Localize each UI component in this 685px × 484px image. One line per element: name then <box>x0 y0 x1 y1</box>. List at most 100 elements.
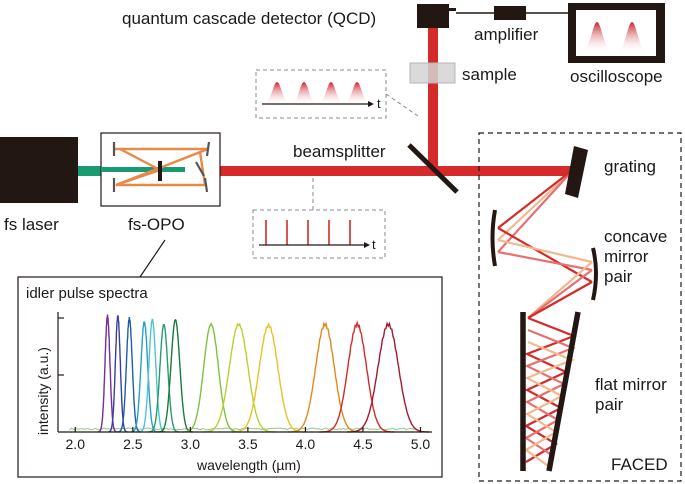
faced-beam-ray <box>497 238 593 264</box>
pulse-train-icon <box>264 82 370 104</box>
qcd-label: quantum cascade detector (QCD) <box>122 9 376 28</box>
sample-cell <box>409 62 456 84</box>
spectrum-series-3 <box>117 317 142 433</box>
chart-x-ticks: 2.0 2.5 3.0 3.5 4.0 4.5 5.0 <box>66 427 431 452</box>
x-tick-label-4.5: 4.5 <box>353 436 373 452</box>
spectrum-series-12 <box>320 320 395 433</box>
spectrum-series-9 <box>201 322 276 433</box>
idler-beam-horizontal <box>205 166 580 176</box>
faced-beam-ray <box>497 167 576 253</box>
x-tick-label-2.5: 2.5 <box>123 436 143 452</box>
grating-label: grating <box>604 157 656 176</box>
broadened-pulse-2 <box>291 82 317 104</box>
concave-label-line3: pair <box>604 267 633 286</box>
sample-label: sample <box>462 65 517 84</box>
oscilloscope-label: oscilloscope <box>570 67 663 86</box>
chart-ylabel: intensity (a.u.) <box>35 347 51 435</box>
spectrum-series-5 <box>138 318 167 433</box>
opo-crystal <box>158 161 162 181</box>
broadened-pulse-1 <box>264 82 290 104</box>
spectrum-series-11 <box>287 321 363 433</box>
mirror-icon <box>205 141 211 157</box>
pulse-train-icon <box>265 220 351 245</box>
time-arrow-mid <box>364 242 370 248</box>
spectra-frame <box>17 276 443 478</box>
scope-pulse-1 <box>582 22 612 52</box>
broadened-pulse-4 <box>344 82 370 104</box>
spectrum-series-6 <box>148 323 180 433</box>
flat-mirror-right-icon <box>546 311 581 472</box>
spectrum-series-7 <box>157 318 194 433</box>
opo-cavity-beam-2 <box>119 147 161 172</box>
pulse-inset-mid-frame <box>252 209 386 259</box>
x-tick-label-5.0: 5.0 <box>411 436 431 452</box>
concave-label-line2: mirror <box>604 247 649 266</box>
detector-icon <box>417 4 449 28</box>
time-arrow-top <box>368 101 374 107</box>
beamsplitter-icon <box>407 143 459 194</box>
opo-cavity-beam-3 <box>115 168 161 187</box>
faced-beam-ray <box>527 281 593 319</box>
idler-beam-vertical <box>428 28 438 171</box>
faced-beams <box>497 167 593 469</box>
time-axis-mid-label: t <box>372 237 376 252</box>
spectrum-series-10 <box>231 322 306 433</box>
inset-top-leader <box>385 93 419 117</box>
x-tick-label-4.0: 4.0 <box>296 436 316 452</box>
chart-xlabel: wavelength (µm) <box>196 457 301 473</box>
faced-frame <box>478 132 682 482</box>
spectrum-series-13 <box>347 321 430 433</box>
mirror-icon <box>195 161 205 177</box>
concave-mirror-right-icon <box>591 247 598 301</box>
faced-beam-ray <box>497 250 593 272</box>
faced-beam-ray <box>527 269 593 319</box>
pump-beam <box>78 166 122 176</box>
time-axis-top-label: t <box>377 96 381 111</box>
noise-floor <box>69 427 415 431</box>
opo-to-spectra-leader <box>139 239 166 278</box>
faced-zigzag-light <box>524 340 575 469</box>
amplifier-icon <box>494 6 526 20</box>
fs-laser-label: fs laser <box>4 215 59 234</box>
fs-opo-label: fs-OPO <box>128 215 185 234</box>
beamsplitter: beamsplitter <box>293 142 459 194</box>
concave-label-line1: concave <box>604 227 667 246</box>
chart-title: idler pulse spectra <box>26 285 148 302</box>
fs-laser: fs laser <box>0 137 78 234</box>
x-tick-label-3.5: 3.5 <box>238 436 258 452</box>
beam-paths <box>78 28 580 176</box>
flat-mirror-label-line2: pair <box>595 395 624 414</box>
sample: sample <box>409 62 517 84</box>
fs-opo: fs-OPO <box>100 132 221 234</box>
pulse-inset-top: t <box>255 69 419 119</box>
x-tick-label-2.0: 2.0 <box>66 436 86 452</box>
spectrum-series-8 <box>181 322 241 433</box>
laser-box-icon <box>0 137 78 203</box>
faced-beam-ray <box>497 227 593 283</box>
faced-beam-ray <box>497 167 576 241</box>
flat-mirror-label-line1: flat mirror <box>595 375 667 394</box>
x-tick-label-3.0: 3.0 <box>181 436 201 452</box>
pulse-inset-mid: t <box>252 178 386 259</box>
detection-chain: quantum cascade detector (QCD) amplifier… <box>122 3 665 86</box>
amplifier-label: amplifier <box>474 25 539 44</box>
concave-mirror-left-icon <box>490 209 497 267</box>
beamsplitter-label: beamsplitter <box>293 142 386 161</box>
spectrum-series-1 <box>97 314 118 433</box>
broadened-pulse-3 <box>318 82 344 104</box>
faced-module: grating concave mirror pair flat mirror … <box>478 132 682 482</box>
oscilloscope-pulses <box>582 22 647 52</box>
grating-icon <box>565 146 588 198</box>
detector-pin <box>449 8 456 11</box>
faced-zigzag-mid <box>523 328 576 457</box>
faced-beam-ray <box>497 167 576 229</box>
spectrum-series-2 <box>107 315 128 433</box>
spectra-inset: idler pulse spectra intensity (a.u.) 2.0… <box>17 239 443 478</box>
opo-pump-beam <box>101 167 185 172</box>
mirror-icon <box>203 177 209 193</box>
faced-label: FACED <box>611 455 668 474</box>
scope-pulse-2 <box>617 22 647 52</box>
spectra-plot-area <box>69 314 430 433</box>
